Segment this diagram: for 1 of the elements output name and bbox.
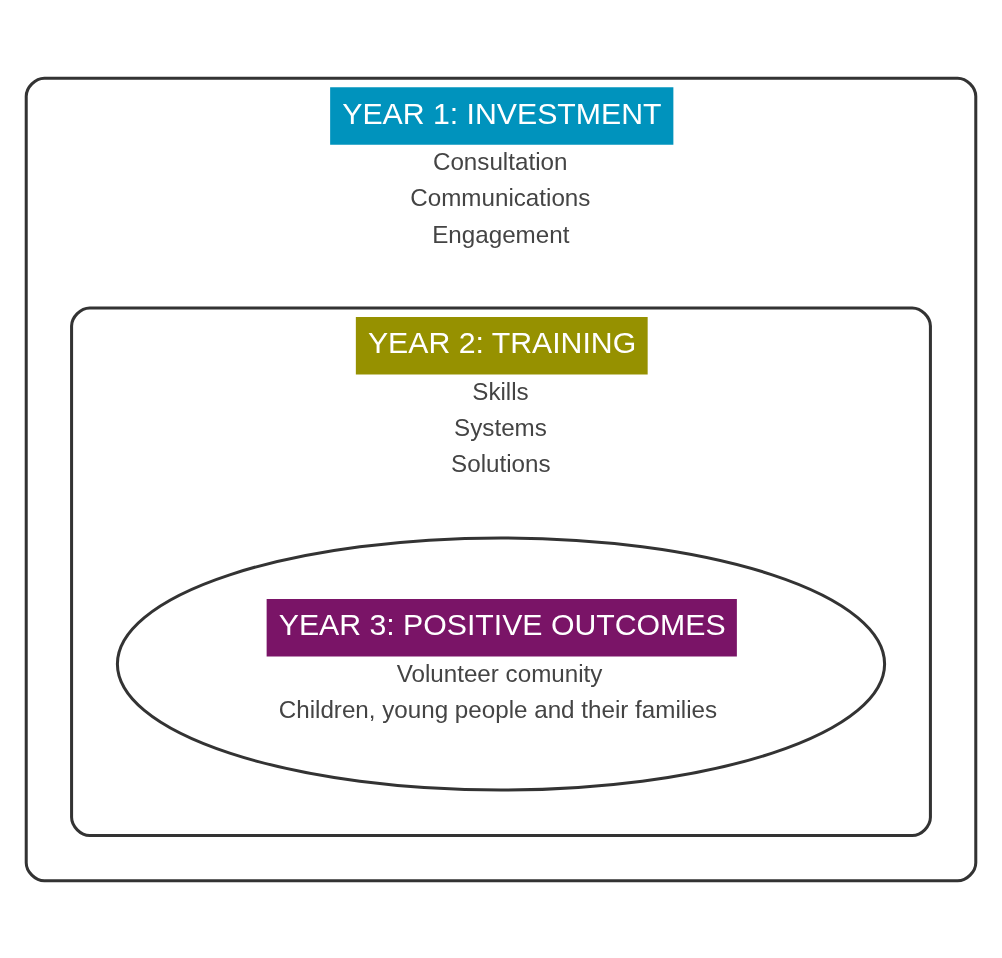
node-ellipse: YEAR 3: POSITIVE OUTCOMES Volunteer comunity Children, young people and their families	[115, 535, 887, 792]
